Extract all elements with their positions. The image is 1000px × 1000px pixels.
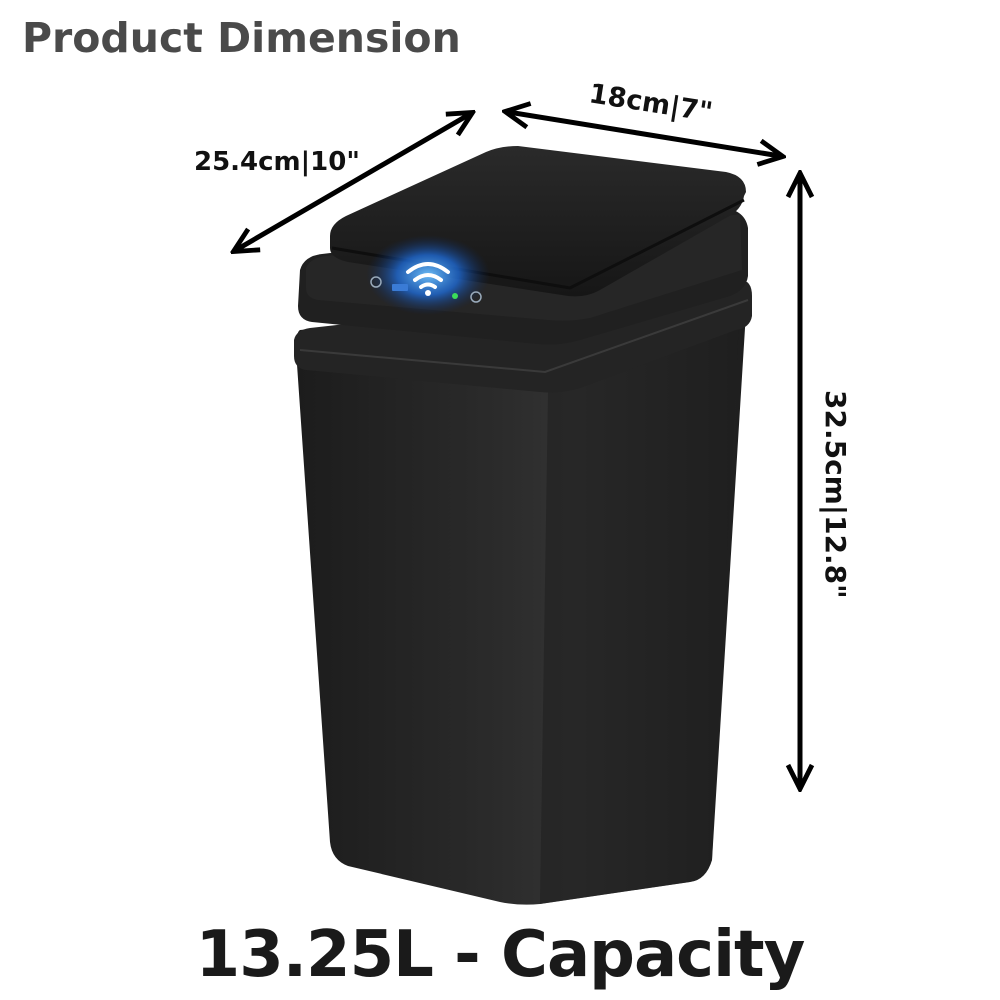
right-arrow-icon bbox=[470, 291, 482, 303]
width-label: 18cm|7" bbox=[587, 78, 715, 128]
wifi-icon bbox=[406, 262, 450, 296]
battery-icon bbox=[392, 284, 408, 291]
left-arrow-icon bbox=[370, 276, 382, 288]
status-led bbox=[452, 293, 458, 299]
page-title: Product Dimension bbox=[22, 14, 461, 62]
capacity-label: 13.25L - Capacity bbox=[195, 918, 806, 992]
can-side bbox=[540, 300, 740, 904]
rim-line bbox=[299, 299, 749, 374]
depth-arrow bbox=[236, 114, 470, 250]
height-label: 32.5cm|12.8" bbox=[819, 390, 852, 599]
width-arrow bbox=[508, 112, 780, 156]
trash-can bbox=[294, 146, 752, 905]
depth-label: 25.4cm|10" bbox=[194, 147, 360, 177]
